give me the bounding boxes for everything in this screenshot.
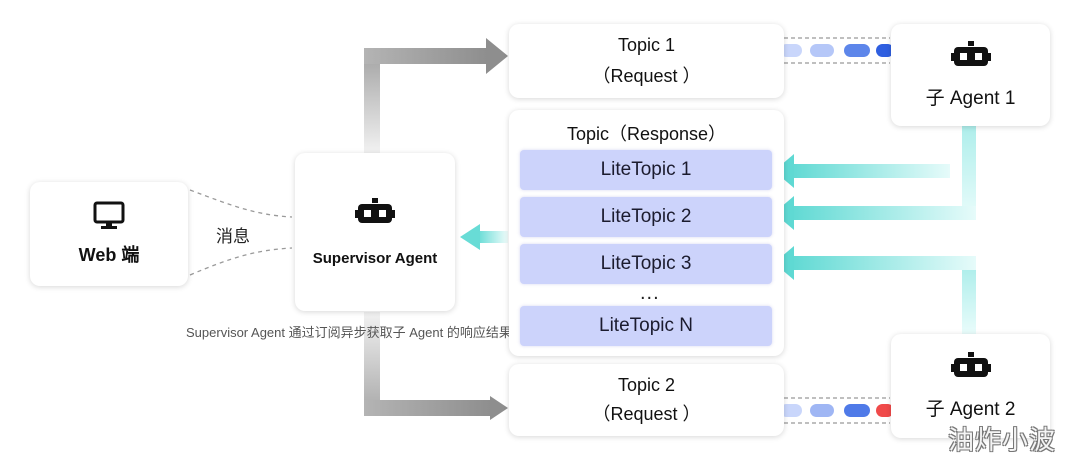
gray-arrow-up-shaft (364, 57, 380, 153)
gray-arrow-down-head (490, 396, 508, 420)
web-client-card: Web 端 (30, 182, 188, 286)
topic1-subtitle: （Request ） (592, 65, 701, 86)
teal-arrow-supervisor-head (460, 224, 480, 250)
supervisor-agent-card: Supervisor Agent (295, 153, 455, 311)
lite-topic-n: LiteTopic N (520, 306, 772, 346)
teal-agent2-vertical (962, 268, 976, 334)
sub-agent-2-label: 子 Agent 2 (925, 398, 1016, 420)
queue2-pill (844, 404, 870, 417)
monitor-icon (93, 201, 125, 229)
queue2-pill (876, 404, 894, 417)
response-topic-title: Topic（Response） (566, 124, 727, 144)
gray-arrow-up-horizontal (364, 48, 488, 64)
teal-arrow-lite3-shaft (790, 256, 976, 270)
sub-agent-1-card: 子 Agent 1 (891, 24, 1050, 126)
robot-icon (950, 351, 991, 377)
topic2-request-card: Topic 2 （Request ） (509, 364, 784, 436)
queue1-pill (844, 44, 870, 57)
teal-arrow-lite2-shaft (790, 206, 976, 220)
teal-arrow-lite1-head (774, 154, 794, 188)
queue1-pill (876, 44, 894, 57)
topic1-title: Topic 1 (617, 34, 676, 55)
topic2-title: Topic 2 (617, 374, 676, 395)
teal-arrow-lite3-head (774, 246, 794, 280)
subscription-caption: Supervisor Agent 通过订阅异步获取子 Agent 的响应结果 (186, 325, 512, 340)
queue1-pill (780, 44, 802, 57)
sub-agent-1-label: 子 Agent 1 (925, 87, 1016, 109)
queue2-pill (780, 404, 802, 417)
message-curve-top (189, 189, 293, 218)
gray-arrow-down-horizontal (364, 400, 492, 416)
message-curve-bottom (189, 247, 293, 276)
teal-arrow-lite2-head (774, 196, 794, 230)
gray-arrow-up-head (486, 38, 508, 74)
message-label: 消息 (216, 227, 250, 246)
lite-topic-2: LiteTopic 2 (520, 197, 772, 237)
gray-arrow-down-shaft (364, 312, 380, 416)
lite-topic-3: LiteTopic 3 (520, 244, 772, 284)
queue1-pill (810, 44, 834, 57)
topic2-subtitle: （Request ） (592, 403, 701, 424)
topic1-request-card: Topic 1 （Request ） (509, 24, 784, 98)
lite-topic-ellipsis: ... (640, 282, 660, 304)
sub-agent-2-card: 子 Agent 2 (891, 334, 1050, 438)
web-client-label: Web 端 (78, 245, 140, 265)
lite-topic-1: LiteTopic 1 (520, 150, 772, 190)
teal-arrow-lite1-shaft (790, 164, 950, 178)
teal-agent1-vertical (962, 126, 976, 220)
teal-arrow-supervisor-shaft (478, 231, 508, 243)
queue2-pill (810, 404, 834, 417)
robot-icon (355, 197, 395, 223)
watermark-text: 油炸小波 (948, 425, 1057, 455)
supervisor-agent-label: Supervisor Agent (312, 249, 438, 267)
robot-icon (950, 40, 991, 66)
